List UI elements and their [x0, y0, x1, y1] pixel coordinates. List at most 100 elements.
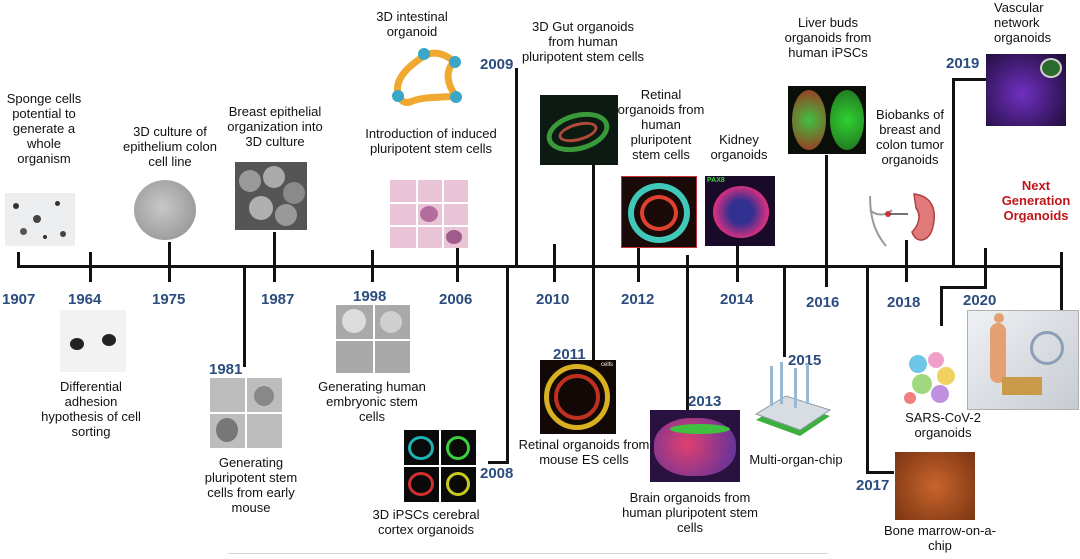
year-2020: 2020 [963, 292, 997, 309]
label-2012: Retinal organoids from human pluripotent… [617, 87, 705, 162]
label-1975: 3D culture of epithelium colon cell line [123, 124, 217, 169]
label-2014: Kidney organoids [710, 132, 768, 162]
torso-outline [869, 195, 887, 247]
year-2008: 2008 [480, 465, 514, 482]
chip-tube-4 [806, 364, 809, 404]
label-next-generation: Next Generation Organoids [1001, 178, 1071, 223]
label-2013: Brain organoids from human pluripotent s… [622, 490, 758, 535]
label-2020: SARS-CoV-2 organoids [905, 410, 981, 440]
timeline-axis [17, 265, 1063, 268]
year-1987: 1987 [261, 291, 295, 308]
chip-tube-1 [770, 366, 773, 406]
image-2010-gut-organoids [540, 95, 618, 165]
cluster-4 [912, 374, 932, 394]
tick-2019 [952, 78, 955, 268]
image-2017-bone-marrow [895, 452, 975, 520]
year-2018: 2018 [887, 294, 921, 311]
image-1987-breast-epithelial [235, 162, 307, 230]
year-2017: 2017 [856, 477, 890, 494]
year-2015: 2015 [788, 352, 822, 369]
year-2009: 2009 [480, 56, 514, 73]
year-2016: 2016 [806, 294, 840, 311]
label-2010: 3D Gut organoids from human pluripotent … [521, 19, 645, 64]
crypt-bud-3 [449, 56, 461, 68]
label-2006: Introduction of induced pluripotent stem… [365, 126, 497, 156]
image-2012-retinal-human [621, 176, 697, 248]
image-2020-sars-cov-2 [904, 352, 955, 404]
year-2013: 2013 [688, 393, 722, 410]
tick-2008 [506, 265, 509, 463]
tick-2013 [686, 255, 689, 410]
cluster-5 [931, 385, 949, 403]
tick-1907 [17, 252, 20, 268]
image-1907-sponge-cells [5, 193, 75, 246]
image-1998-embryonic-stem-cells [336, 305, 410, 373]
image-2013-brain-organoids [650, 410, 740, 482]
cluster-2 [928, 352, 944, 368]
year-2014: 2014 [720, 291, 754, 308]
year-2010: 2010 [536, 291, 570, 308]
label-2009: 3D intestinal organoid [376, 9, 448, 39]
label-1907: Sponge cells potential to generate a who… [6, 91, 82, 166]
tumor-site-dot [885, 211, 891, 217]
label-1981: Generating pluripotent stem cells from e… [204, 455, 298, 515]
tick-2008-join [488, 461, 509, 464]
tick-2012 [637, 244, 640, 282]
tick-2009 [515, 68, 518, 268]
tick-1964 [89, 252, 92, 282]
label-2017: Bone marrow-on-a-chip [884, 523, 996, 553]
kidney-inset-label: PAX8 [707, 177, 725, 184]
image-2016-liver-buds [788, 86, 866, 154]
year-1975: 1975 [152, 291, 186, 308]
label-2008: 3D iPSCs cerebral cortex organoids [372, 507, 480, 537]
cluster-3 [937, 367, 955, 385]
image-2015-multi-organ-chip [754, 362, 832, 436]
label-2018: Biobanks of breast and colon tumor organ… [876, 107, 944, 167]
crypt-bud-4 [450, 91, 462, 103]
image-1981-stem-cells [210, 378, 282, 448]
cluster-1 [909, 355, 927, 373]
tick-2016 [825, 155, 828, 287]
tick-2006 [456, 244, 459, 282]
tick-2020-branch [940, 286, 987, 289]
tick-2018 [905, 240, 908, 282]
tick-2019-join [952, 78, 986, 81]
bottom-rule [228, 553, 828, 554]
label-1998: Generating human embryonic stem cells [318, 379, 426, 424]
image-1975-colon-cells [130, 178, 202, 242]
year-1998: 1998 [353, 288, 387, 305]
tick-2017-join [866, 471, 894, 474]
tick-1975 [168, 240, 171, 282]
tick-2014 [736, 244, 739, 282]
image-2009-intestinal-organoid [392, 48, 462, 106]
year-2011: 2011 [553, 346, 586, 363]
label-2015: Multi-organ-chip [749, 452, 843, 467]
chip-tube-3 [794, 368, 797, 408]
image-next-generation-organoids [967, 310, 1079, 410]
cluster-6 [904, 392, 916, 404]
tick-1998 [371, 250, 374, 282]
tick-2011 [592, 165, 595, 360]
tick-2020-drop [940, 286, 943, 326]
image-1964-cell-sorting [60, 310, 126, 372]
tick-next-top [1060, 252, 1063, 268]
image-2018-biobanks [869, 193, 935, 247]
image-2006-ipsc [390, 180, 468, 248]
year-2006: 2006 [439, 291, 473, 308]
label-2019: Vascular network organoids [994, 0, 1052, 45]
tick-1987 [273, 232, 276, 282]
chip-tube-2 [780, 362, 783, 404]
label-2016: Liver buds organoids from human iPSCs [784, 15, 872, 60]
year-1964: 1964 [68, 291, 102, 308]
year-1907: 1907 [2, 291, 36, 308]
tick-2020 [984, 248, 987, 288]
torso-chest [869, 209, 893, 216]
label-1987: Breast epithelial organization into 3D c… [227, 104, 323, 149]
label-1964: Differential adhesion hypothesis of cell… [41, 379, 141, 439]
year-1981: 1981 [209, 361, 243, 378]
image-2014-kidney-organoids: PAX8 [705, 176, 775, 246]
tick-next [1060, 265, 1063, 311]
crypt-bud-1 [392, 90, 404, 102]
tick-2015 [783, 265, 786, 357]
